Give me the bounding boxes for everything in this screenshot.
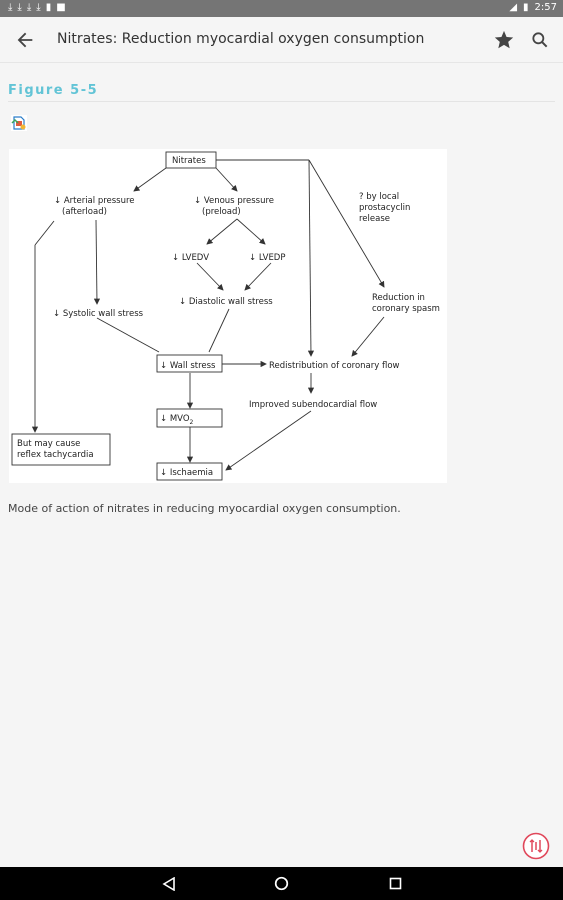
file-icon: ▮ (45, 2, 52, 13)
divider (8, 101, 555, 102)
node-diastolic-wall-stress: ↓ Diastolic wall stress (179, 297, 273, 307)
node-preload: (preload) (202, 207, 241, 217)
clock: 2:57 (534, 2, 557, 13)
node-local-release-3: release (359, 214, 390, 224)
notification-icons: ⤓ ⤓ ⤓ ⤓ ▮ ■ (8, 2, 66, 14)
node-arterial-pressure: ↓ Arterial pressure (54, 196, 135, 206)
node-spasm-2: coronary spasm (372, 304, 440, 314)
dot-icon: ■ (56, 2, 66, 13)
node-mvo2: ↓ MVO2 (160, 414, 194, 426)
font-size-fab-icon[interactable] (522, 832, 550, 860)
battery-icon: ▮ (523, 2, 529, 13)
node-wall-stress: ↓ Wall stress (160, 361, 216, 371)
nav-home-icon[interactable] (274, 876, 289, 891)
node-lvedp: ↓ LVEDP (249, 253, 285, 263)
navigation-bar (0, 867, 563, 900)
download-icon: ⤓ (36, 2, 41, 13)
node-afterload: (afterload) (62, 207, 107, 217)
node-ischaemia: ↓ Ischaemia (160, 468, 213, 478)
search-icon[interactable] (530, 30, 550, 50)
node-subendocardial-flow: Improved subendocardial flow (249, 400, 377, 410)
signal-icon: ◢ (509, 2, 518, 13)
node-tachycardia-1: But may cause (17, 439, 80, 449)
download-icon: ⤓ (26, 2, 32, 13)
figure-caption: Mode of action of nitrates in reducing m… (8, 502, 401, 515)
node-systolic-wall-stress: ↓ Systolic wall stress (53, 309, 144, 319)
node-spasm-1: Reduction in (372, 293, 425, 303)
page-title: Nitrates: Reduction myocardial oxygen co… (57, 31, 425, 47)
node-nitrates: Nitrates (172, 156, 206, 166)
back-arrow-icon[interactable] (14, 29, 36, 51)
figure-label: Figure 5-5 (8, 83, 99, 98)
figure-viewer-icon[interactable] (10, 114, 28, 132)
node-local-release-2: prostacyclin (359, 203, 410, 213)
node-local-release-1: ? by local (359, 192, 399, 202)
node-redistribution: Redistribution of coronary flow (269, 361, 400, 371)
node-tachycardia-2: reflex tachycardia (17, 450, 94, 460)
nav-back-icon[interactable] (162, 877, 176, 891)
download-icon: ⤓ (8, 2, 13, 13)
star-icon[interactable] (493, 29, 515, 51)
node-venous-pressure: ↓ Venous pressure (194, 196, 274, 206)
nitrates-flow-diagram: Nitrates ↓ Arterial pressure (afterload)… (9, 149, 447, 483)
nav-recents-icon[interactable] (389, 877, 402, 890)
status-bar: ⤓ ⤓ ⤓ ⤓ ▮ ■ ◢ ▮ 2:57 (0, 0, 563, 17)
app-bar: Nitrates: Reduction myocardial oxygen co… (0, 17, 563, 63)
node-lvedv: ↓ LVEDV (172, 253, 209, 263)
download-icon: ⤓ (17, 2, 22, 13)
